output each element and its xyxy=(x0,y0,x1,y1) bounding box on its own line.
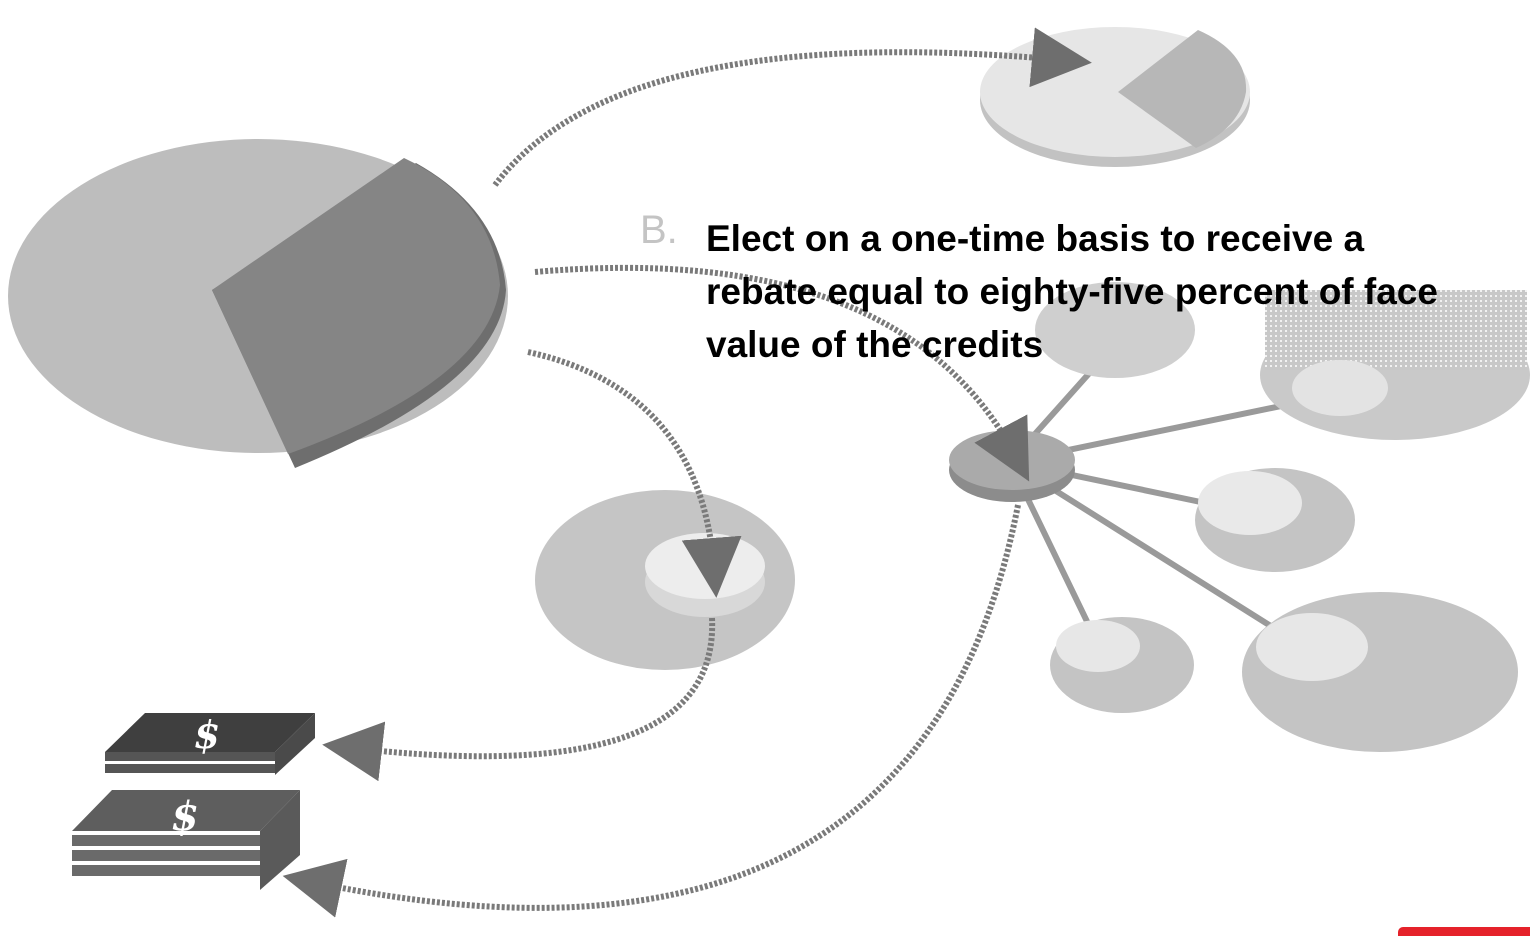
caption-text: Elect on a one-time basis to receive a r… xyxy=(706,218,1438,365)
dollar-sign-icon: $ xyxy=(171,793,199,840)
money-stack-top: $ xyxy=(105,712,315,775)
large-pie-chart-icon xyxy=(8,139,508,468)
money-stack-bottom: $ xyxy=(72,790,300,890)
small-pie-chart-icon xyxy=(980,27,1250,167)
middle-disc-icon xyxy=(535,490,795,670)
money-stack-icon: $ $ xyxy=(72,712,315,890)
flow-arrow-to-hub xyxy=(534,264,1030,482)
caption-block: B. Elect on a one-time basis to receive … xyxy=(640,208,1460,371)
dollar-sign-icon: $ xyxy=(194,712,220,757)
flow-arrow-to-small-pie xyxy=(492,27,1092,187)
accent-tab xyxy=(1398,927,1530,936)
flow-arrow-hub-to-money xyxy=(282,504,1021,918)
flow-arrow-disc-to-money xyxy=(322,617,716,782)
list-letter: B. xyxy=(640,208,678,252)
